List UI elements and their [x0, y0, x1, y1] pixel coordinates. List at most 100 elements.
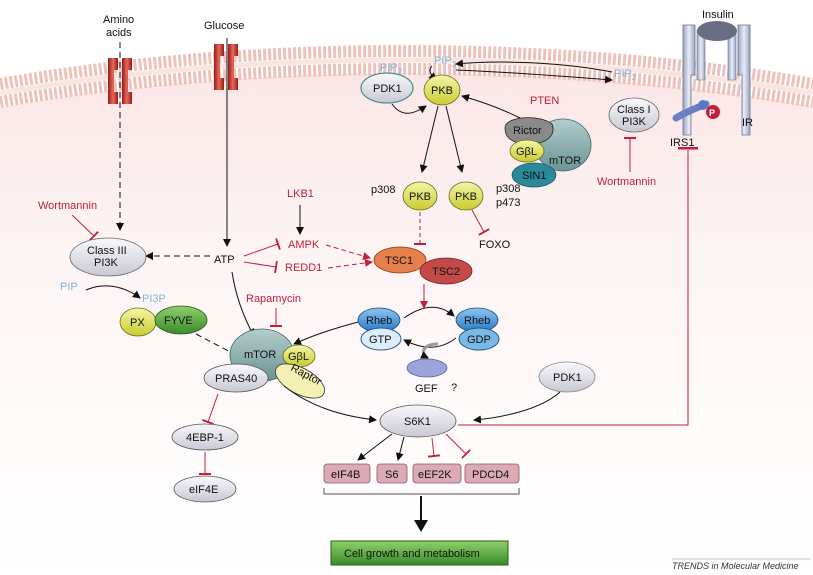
phospho-label: P [709, 108, 715, 118]
eef2k-label: eEF2K [418, 469, 452, 481]
gbl-top-node [509, 139, 545, 163]
class3-pi3k-node [69, 237, 147, 277]
irs1-label: IRS1 [670, 137, 694, 149]
p473-label: p473 [496, 197, 520, 209]
amino-acids-label-1: Amino [103, 14, 134, 26]
rheb-left-label: Rheb [366, 315, 392, 327]
pip2-left-label: PIP2 [380, 62, 403, 76]
cell-growth-box [330, 540, 509, 566]
tsc1-label: TSC1 [385, 255, 413, 267]
pras40-node [203, 363, 269, 393]
rheb-gdp-to-gtp-arrow [403, 337, 457, 348]
pkb-foxo-inhibition [471, 209, 490, 236]
cell-growth-label: Cell growth and metabolism [344, 548, 480, 560]
mtorc2-to-pkb-arrow [461, 94, 521, 119]
tsc2-node [419, 257, 473, 285]
pip-conversion-arrow [455, 59, 613, 73]
class1-label-2: PI3K [622, 116, 647, 128]
gdp-label: GDP [467, 334, 491, 346]
tsc2-label: TSC2 [432, 266, 460, 278]
s6k1-to-eif4b-arrow [357, 433, 393, 461]
targets-bracket [323, 488, 520, 495]
pip3-label: PIP3 [434, 55, 457, 69]
gdp-node [458, 327, 500, 351]
pdk1-bottom-label: PDK1 [553, 372, 582, 384]
wortmannin-left-label: Wortmannin [38, 200, 97, 212]
gtp-node [360, 327, 402, 351]
pdk1-top-node [360, 72, 414, 104]
rheb-gtp-to-gdp-arrow [403, 306, 455, 319]
rictor-node [504, 117, 554, 145]
pkb-left-label: PKB [409, 191, 431, 203]
fyve-to-mtor-arrow [195, 333, 239, 357]
s6-label: S6 [385, 469, 398, 481]
pras40-label: PRAS40 [215, 373, 257, 385]
foxo-label: FOXO [479, 239, 511, 251]
glucose-transporter-icon [214, 44, 238, 90]
class1-pi3k-node [608, 97, 660, 133]
s6k1-label: S6K1 [404, 416, 431, 428]
atp-label: ATP [214, 254, 235, 266]
mtor-4ebp1-inhibition [202, 393, 219, 425]
pkb-to-pkb-left-arrow [419, 105, 439, 173]
gbl-main-label: GβL [288, 351, 309, 363]
pdcd4-label: PDCD4 [472, 469, 509, 481]
pten-label: PTEN [530, 95, 559, 107]
class3-label-2: PI3K [94, 257, 119, 269]
mtor-main-label: mTOR [244, 349, 276, 361]
rapamycin-label: Rapamycin [246, 293, 301, 305]
p308-right-label: p308 [496, 183, 520, 195]
gtp-label: GTP [369, 334, 392, 346]
pkb-right-node [448, 181, 484, 211]
wortmannin-class3-inhibition [71, 214, 99, 242]
eif4e-node [173, 475, 237, 503]
ir-label: IR [742, 117, 753, 129]
pdcd4-box [464, 463, 520, 484]
pip-lower-label: PIP [60, 281, 78, 293]
s6k1-node [379, 404, 457, 438]
glucose-label: Glucose [204, 20, 244, 32]
4ebp1-label: 4EBP-1 [186, 432, 224, 444]
pip2-right-text: PIP [614, 68, 632, 80]
footer-label: TRENDS in Molecular Medicine [672, 561, 799, 571]
redd1-label: REDD1 [285, 262, 322, 274]
eef2k-box [412, 463, 462, 484]
irs1-dot-icon [698, 100, 708, 110]
tsc1-node [373, 246, 427, 274]
eif4b-box [323, 463, 371, 484]
fyve-node [154, 305, 208, 335]
ampk-label: AMPK [288, 239, 320, 251]
pten-arrow [455, 69, 613, 84]
fyve-label: FYVE [164, 315, 193, 327]
insulin-label: Insulin [702, 9, 734, 21]
s6k1-eef2k-inhibition [427, 437, 441, 458]
pkb-top-label: PKB [431, 85, 453, 97]
pip2-right-label: PIP2 [614, 68, 637, 82]
phospho-badge [706, 105, 720, 119]
s6-box [376, 463, 408, 484]
atp-redd1-inhibition [243, 260, 278, 274]
mtor-to-s6k1-arrow [283, 385, 377, 424]
pi3p-label: PI3P [142, 293, 166, 305]
eif4b-label: eIF4B [331, 469, 360, 481]
pkb-right-label: PKB [455, 191, 477, 203]
pkb-to-pkb-right-arrow [445, 105, 465, 173]
rictor-label: Rictor [513, 125, 542, 137]
sin1-node [511, 162, 557, 188]
px-label: PX [130, 317, 145, 329]
gef-node [406, 358, 448, 378]
pkb-left-node [402, 181, 438, 211]
gef-curved-arrow-icon [419, 342, 439, 360]
sin1-label: SIN1 [522, 170, 546, 182]
insulin-receptor-icon [682, 24, 751, 136]
question-label: ? [451, 382, 457, 394]
amino-acids-label-2: acids [106, 27, 132, 39]
pdk1-to-pkb-arrow [391, 103, 427, 114]
pip2-left-sub: 2 [398, 67, 403, 76]
pip-to-pi3p-arrow [85, 285, 141, 299]
pip3-text: PIP [434, 55, 452, 67]
class1-label-1: Class I [617, 104, 651, 116]
amino-acid-transporter-icon [108, 58, 132, 104]
pdk1-to-s6k1-arrow [473, 391, 561, 424]
